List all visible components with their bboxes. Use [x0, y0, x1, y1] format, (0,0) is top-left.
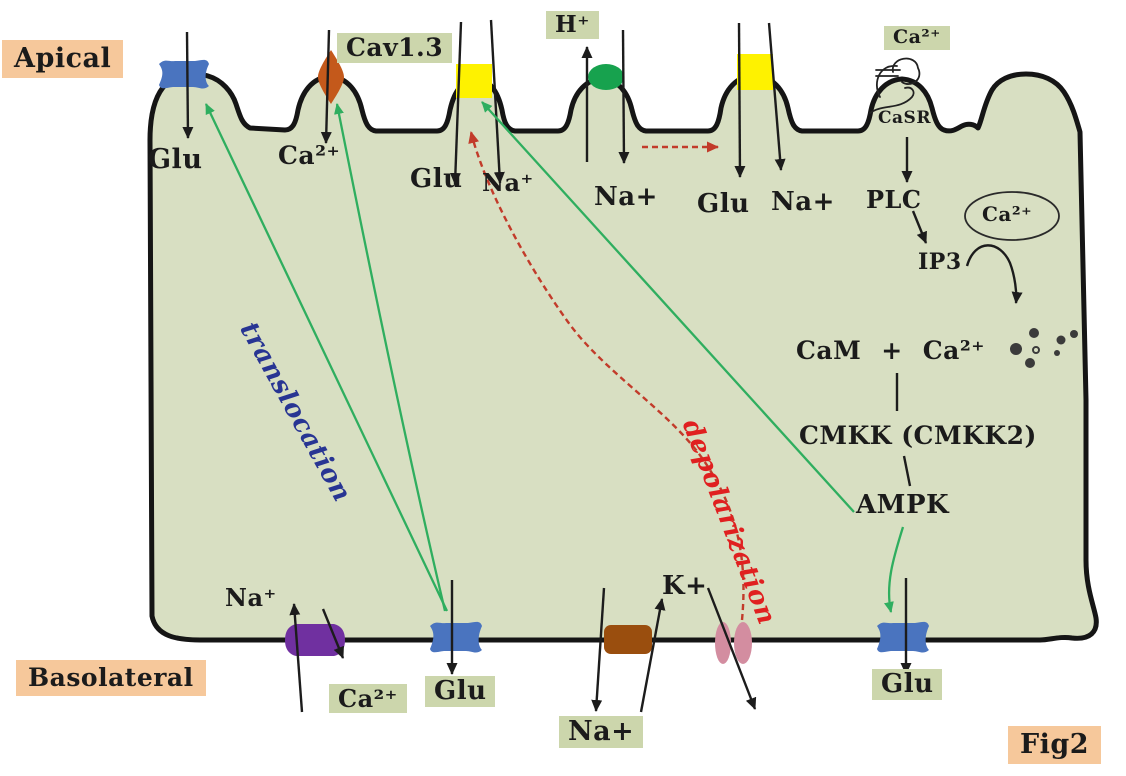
sglt1-na-label: Na⁺ [482, 168, 534, 197]
nhe-na-arrow [618, 29, 630, 164]
pump-na-label: Na+ [559, 716, 644, 749]
plus-sign: + [881, 336, 903, 365]
sglt1-na-arrow [489, 19, 505, 184]
plc-label: PLC [866, 185, 922, 214]
ca-store-ellipse [964, 191, 1060, 241]
cav13-channel-icon [318, 50, 344, 104]
ampk-to-basolateral-glut-arrow [884, 526, 905, 613]
sglt1-glu-arrow [449, 21, 463, 185]
cam-label: CaM [796, 336, 862, 365]
apical-glu-label: Glu [148, 144, 203, 175]
pump-k-label: K+ [662, 571, 708, 601]
h-na-exchanger-icon [588, 64, 624, 90]
ncx-na-label: Na⁺ [225, 583, 277, 612]
na-k-pump-icon [604, 625, 652, 654]
apical-region-label: Apical [2, 40, 124, 79]
casr-name-label: CaSR [878, 108, 931, 128]
cmkk-label: CMKK (CMKK2) [799, 421, 1037, 450]
glu-influx-arrow [182, 31, 194, 139]
k-channel-icon [715, 622, 752, 664]
ampk-to-sglt1-arrow [481, 101, 855, 513]
basolateral-glu-label: Glu [425, 676, 496, 708]
cmkk-ampk-connector [902, 455, 912, 487]
nhe-na-label: Na+ [594, 182, 658, 212]
h-ion-label: H⁺ [546, 11, 599, 40]
sglt2-glu-arrow [734, 22, 746, 178]
ncx-na-arrow [289, 603, 304, 713]
basolateral-glu-transporter-right-icon [877, 621, 929, 653]
plc-ip3-arrow [911, 210, 928, 244]
ip3-label: IP3 [918, 249, 962, 275]
flux-arrows [182, 19, 1023, 713]
casr-ca-label: Ca²⁺ [884, 26, 950, 50]
sglt2-na-arrow [767, 22, 786, 171]
cell-body-outline [147, 71, 1099, 643]
pump-k-influx-arrow [639, 598, 666, 713]
k-channel-efflux-arrow [706, 587, 757, 710]
cam-ca-row: CaM + Ca²⁺ [796, 336, 985, 365]
figure-number-label: Fig2 [1008, 726, 1102, 765]
ncx-ca-arrow [321, 608, 345, 659]
ca-store-label: Ca²⁺ [982, 202, 1033, 226]
green-arrows [204, 101, 905, 613]
depolarization-arrow [468, 131, 745, 621]
red-dashed-arrows [468, 131, 745, 621]
cam-ca-label: Ca²⁺ [922, 336, 985, 365]
translocation-arrow-to-glut [204, 103, 449, 612]
sglt2-na-label: Na+ [771, 187, 835, 217]
sglt1-glu-label: Glu [410, 164, 463, 194]
basolateral-glu-transporter-icon [430, 621, 482, 653]
ampk-label: AMPK [856, 490, 950, 520]
sglt2-glu-label: Glu [697, 189, 750, 219]
apical-glu-transporter-icon [159, 59, 209, 89]
translocation-arrow-to-cav13 [334, 103, 447, 612]
pump-na-efflux-arrow [591, 587, 606, 712]
basolateral-na-ca-exchanger-icon [285, 624, 345, 656]
ca-store-release-arrow [965, 244, 1023, 304]
basolateral-glu-right-label: Glu [872, 669, 943, 701]
basolateral-region-label: Basolateral [16, 660, 206, 697]
cav13-label: Cav1.3 [337, 33, 453, 64]
apical-ca-label: Ca²⁺ [278, 141, 341, 170]
apical-glu-na-cotransporter-icon [456, 64, 492, 98]
ca-influx-arrow [320, 29, 332, 144]
apical-glu-na-cotransporter-2-icon [737, 54, 773, 90]
casr-receptor-sketch-icon [869, 57, 921, 114]
ca-ions-dots [1010, 328, 1078, 368]
ncx-ca-label: Ca²⁺ [329, 684, 407, 714]
